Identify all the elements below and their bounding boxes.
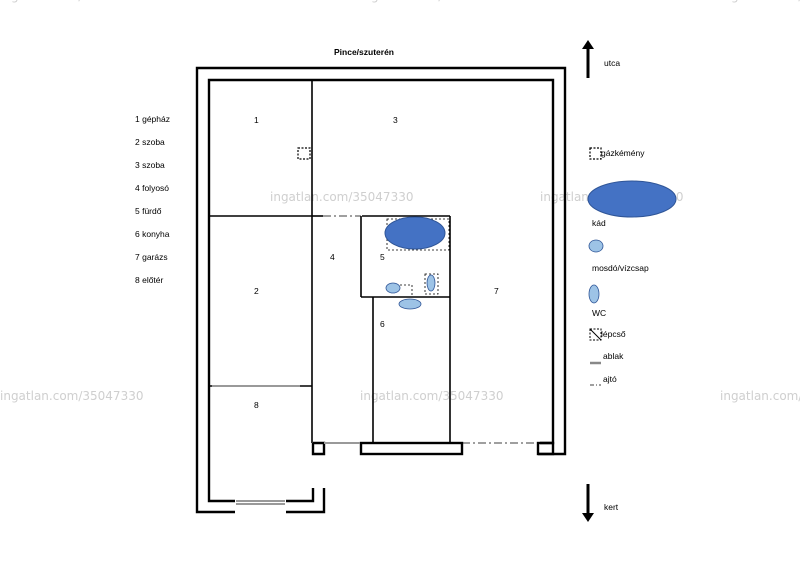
wc-icon (588, 284, 600, 304)
wc-outline (424, 273, 439, 295)
stairs-icon-diagonal (589, 328, 602, 341)
watermark: ingatlan.com/35047330 (720, 0, 800, 3)
room-list-item: 3 szoba (135, 160, 165, 170)
watermark: ingatlan.com/35047330 (270, 190, 413, 204)
plan-title: Pince/szuterén (334, 47, 394, 57)
chimney-icon (589, 147, 602, 160)
room-number: 8 (254, 400, 259, 410)
room-list: 1 gépház 2 szoba 3 szoba 4 folyosó 5 für… (135, 114, 170, 285)
legend-door-label: ajtó (603, 374, 617, 384)
room-number: 6 (380, 319, 385, 329)
doors (323, 215, 538, 444)
watermark: ingatlan.com/35047330 (360, 389, 503, 403)
room-list-item: 2 szoba (135, 137, 165, 147)
legend-bathtub-label: kád (592, 218, 606, 228)
wc-icon (426, 274, 436, 292)
street-label: utca (604, 58, 620, 68)
garden-label: kert (604, 502, 619, 512)
room-number: 2 (254, 286, 259, 296)
room-number: 5 (380, 252, 385, 262)
legend: gázkémény kád mosdó/vízcsap WC lépcső ab… (587, 147, 677, 386)
legend-stairs-label: lépcső (601, 329, 626, 339)
watermark: ingatlan.com/35047330 (0, 0, 143, 3)
chimney-icon (297, 147, 311, 160)
room-list-item: 1 gépház (135, 114, 170, 124)
sink-icon (385, 282, 401, 294)
room-number: 1 (254, 115, 259, 125)
room-list-item: 7 garázs (135, 252, 168, 262)
watermark: ingatlan.com/35047330 (360, 0, 503, 3)
room-list-item: 5 fürdő (135, 206, 162, 216)
stairs-icon (589, 328, 602, 341)
room-number: 4 (330, 252, 335, 262)
north-arrow (582, 40, 594, 78)
windows (212, 385, 360, 505)
outer-wall (195, 66, 567, 514)
legend-sink-label: mosdó/vízcsap (592, 263, 649, 273)
legend-wc-label: WC (592, 308, 606, 318)
bathtub-outline (386, 218, 450, 251)
room-list-item: 8 előtér (135, 275, 164, 285)
room-number: 7 (494, 286, 499, 296)
sink-icon (588, 239, 604, 253)
legend-chimney-label: gázkémény (601, 148, 645, 158)
bathtub-icon (587, 180, 677, 218)
room-list-item: 6 konyha (135, 229, 170, 239)
room-list-item: 4 folyosó (135, 183, 169, 193)
sink-icon (398, 298, 422, 310)
room-number: 3 (393, 115, 398, 125)
legend-window-label: ablak (603, 351, 624, 361)
south-arrow (582, 484, 594, 522)
watermark: ingatlan.com/35047330 (0, 389, 143, 403)
watermark: ingatlan.com/35047330 (720, 389, 800, 403)
sink-outline (400, 284, 413, 295)
bathtub-icon (384, 216, 446, 250)
